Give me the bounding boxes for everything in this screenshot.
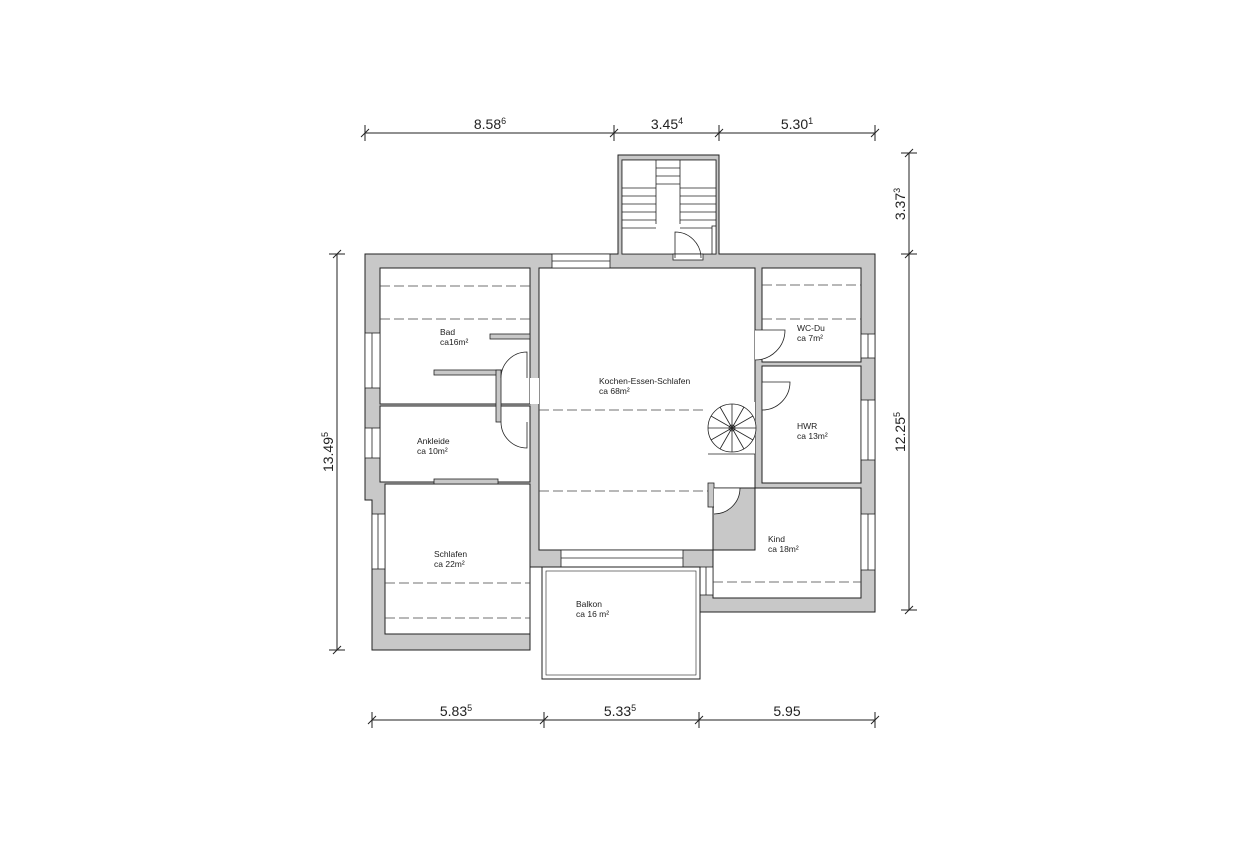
room-kind-name: Kind (768, 534, 785, 544)
spiral-stair-icon (706, 402, 757, 455)
room-schlafen-area: ca 22m² (434, 559, 465, 569)
room-hwr-area: ca 13m² (797, 431, 828, 441)
room-bad-name: Bad (440, 327, 455, 337)
balcony (541, 566, 701, 680)
room-kochen-name: Kochen-Essen-Schlafen (599, 376, 690, 386)
dim-left: 13.495 (320, 432, 336, 472)
room-balkon-area: ca 16 m² (576, 609, 609, 619)
dashed-lines (380, 284, 861, 619)
dimension-bottom: 5.835 5.335 5.95 (367, 703, 880, 728)
windows (364, 253, 876, 596)
room-bad-area: ca16m² (440, 337, 469, 347)
room-schlafen-name: Schlafen (434, 549, 467, 559)
dimension-left: 13.495 (320, 249, 345, 655)
room-balkon-name: Balkon (576, 599, 602, 609)
room-ankleide-name: Ankleide (417, 436, 450, 446)
dim-bottom-2: 5.335 (604, 703, 636, 719)
dim-bottom-3: 5.95 (773, 703, 800, 719)
room-hwr-name: HWR (797, 421, 817, 431)
dim-right-lower: 12.255 (892, 412, 908, 452)
dim-bottom-1: 5.835 (440, 703, 472, 719)
dim-top-1: 8.586 (474, 116, 506, 132)
room-wc-name: WC-Du (797, 323, 825, 333)
partitions (433, 333, 715, 508)
dim-right-upper: 3.373 (892, 188, 908, 220)
room-wc-area: ca 7m² (797, 333, 823, 343)
room-kind-area: ca 18m² (768, 544, 799, 554)
dim-top-3: 5.301 (781, 116, 813, 132)
room-labels: Bad ca16m² Ankleide ca 10m² Schlafen ca … (417, 323, 828, 619)
dim-top-2: 3.454 (651, 116, 683, 132)
stair-tower (621, 159, 717, 261)
doors (500, 329, 791, 515)
dimension-right: 3.373 12.255 (892, 148, 917, 615)
room-kochen-area: ca 68m² (599, 386, 630, 396)
room-ankleide-area: ca 10m² (417, 446, 448, 456)
dimension-top: 8.586 3.454 5.301 (360, 116, 880, 141)
